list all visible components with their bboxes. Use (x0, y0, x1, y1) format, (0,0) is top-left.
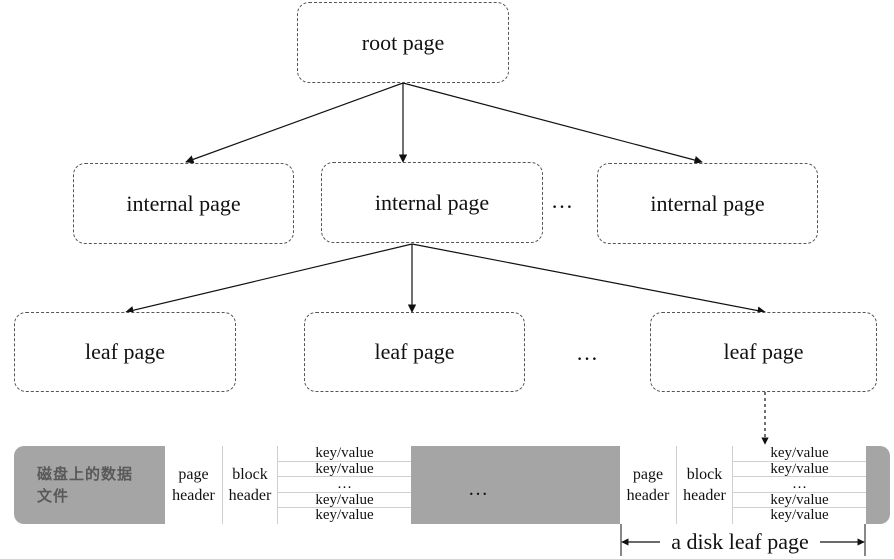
edge-internal-leaf-3 (411, 243, 766, 315)
key-value-row: key/value (733, 461, 866, 478)
block-header-cell: block header (677, 446, 733, 524)
leaf-page-label: leaf page (723, 339, 804, 364)
key-value-row: key/value (278, 446, 411, 462)
block-header-label: block header (228, 466, 272, 504)
leaf-page-label: leaf page (374, 339, 455, 364)
edge-root-internal-3 (402, 82, 703, 165)
disk-middle-ellipsis: … (468, 478, 490, 500)
internal-page-node-3: internal page (597, 163, 818, 244)
key-value-row: key/value (770, 507, 829, 524)
key-value-row: key/value (315, 507, 374, 524)
key-value-row: key/value (278, 461, 411, 478)
block-header-label: block header (683, 466, 726, 504)
root-page-node: root page (297, 2, 509, 83)
internal-ellipsis: … (551, 188, 575, 213)
internal-page-label: internal page (126, 190, 241, 216)
leaf-page-node-3: leaf page (650, 312, 877, 392)
page-header-cell: page header (620, 446, 677, 524)
leaf-ellipsis: … (576, 340, 600, 365)
key-value-rows: key/value key/value … key/value key/valu… (278, 446, 411, 524)
key-value-rows: key/value key/value … key/value key/valu… (733, 446, 866, 524)
key-value-row: key/value (733, 446, 866, 462)
key-value-row: key/value (278, 492, 411, 509)
internal-page-label: internal page (374, 189, 490, 215)
edge-internal-leaf-1 (125, 243, 413, 315)
internal-page-label: internal page (650, 190, 765, 216)
page-header-label: page header (626, 466, 670, 504)
root-page-label: root page (361, 29, 445, 55)
key-value-ellipsis: … (733, 477, 866, 493)
page-header-label: page header (172, 466, 215, 504)
disk-data-file-label: 磁盘上的数据文件 (37, 465, 134, 505)
block-header-cell: block header (223, 446, 278, 524)
leaf-page-node-1: leaf page (14, 312, 236, 392)
page-header-cell: page header (165, 446, 223, 524)
disk-block-1: page header block header key/value key/v… (165, 446, 411, 524)
internal-page-node-1: internal page (73, 163, 294, 244)
disk-block-2: page header block header key/value key/v… (620, 446, 866, 524)
disk-leaf-page-range-label: a disk leaf page (660, 529, 820, 555)
key-value-row: key/value (733, 492, 866, 509)
edge-root-internal-1 (185, 82, 404, 164)
internal-page-node-2: internal page (321, 162, 543, 243)
leaf-page-node-2: leaf page (304, 312, 525, 392)
key-value-ellipsis: … (278, 477, 411, 493)
leaf-page-label: leaf page (85, 339, 165, 364)
